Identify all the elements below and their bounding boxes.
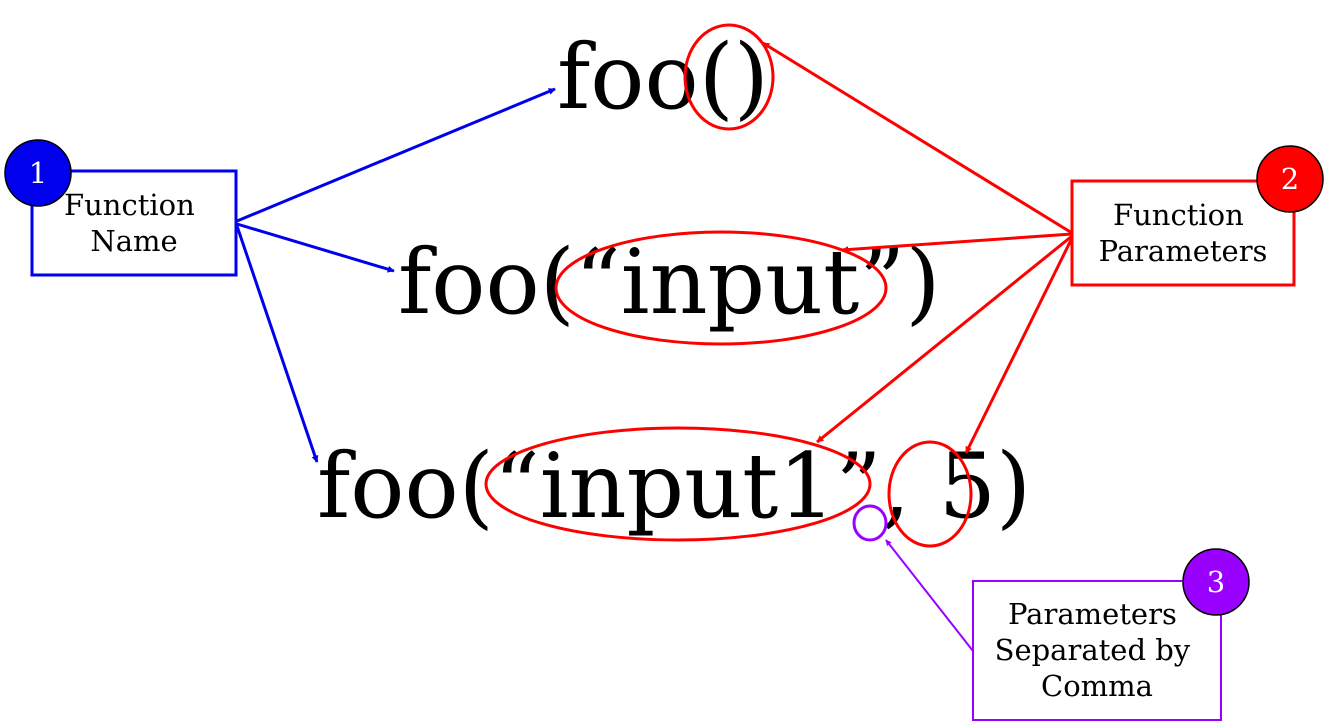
number-badge-2 [1256, 145, 1324, 213]
callout-label-line: Function [1113, 198, 1244, 232]
param-highlight-five [887, 440, 973, 548]
param-arrow-4 [964, 237, 1074, 454]
callout-function-parameters: Function Parameters 2 [1070, 145, 1324, 287]
svg-text:foo(): foo() [557, 25, 769, 130]
callout-label-line: Function [64, 188, 195, 222]
svg-text:Function Parameters: Function Parameters [1099, 198, 1268, 268]
svg-text:Function Name: Function Name [64, 188, 204, 258]
param-highlight-input1 [484, 426, 872, 542]
function-name-text: foo [557, 25, 699, 130]
svg-text:foo(“input1”, 5): foo(“input1”, 5) [317, 434, 1031, 539]
function-name-arrows [235, 87, 556, 463]
parameters-text: (“input1”, 5) [459, 434, 1031, 539]
number-badge-label: 1 [29, 156, 47, 190]
callout-label-line: Parameters [1008, 597, 1177, 631]
callout-box [1070, 179, 1296, 287]
name-arrow-3 [235, 225, 319, 463]
callout-function-name: Function Name 1 [4, 139, 238, 277]
param-highlight-input [554, 230, 888, 346]
callout-label-line: Name [90, 224, 177, 258]
number-badge-label: 2 [1281, 162, 1299, 196]
parameters-text: (“input”) [540, 230, 941, 335]
param-arrow-2 [841, 232, 1073, 254]
callout-label-line: Separated by [995, 633, 1191, 667]
function-name-text: foo [398, 230, 540, 335]
param-arrow-3 [816, 234, 1073, 444]
param-highlight-empty [683, 23, 775, 131]
parameters-text: () [699, 25, 769, 130]
svg-text:Parameters Separated by: Parameters Separated by Comma [995, 597, 1200, 703]
function-name-text: foo [317, 434, 459, 539]
callout-box [972, 580, 1222, 721]
name-arrow-1 [236, 87, 556, 223]
comma-arrow [885, 539, 974, 652]
callout-label-line: Comma [1041, 669, 1153, 703]
function-parameter-arrows [762, 41, 1074, 454]
name-arrow-2 [236, 222, 395, 273]
code-line-3: foo(“input1”, 5) [317, 434, 1031, 539]
callout-comma-separator: Parameters Separated by Comma 3 [972, 548, 1250, 721]
number-badge-label: 3 [1207, 565, 1225, 599]
param-arrow-1 [762, 41, 1073, 235]
number-badge-1 [4, 139, 72, 207]
callout-label-line: Parameters [1099, 234, 1268, 268]
comma-highlight [852, 504, 888, 542]
number-badge-3 [1182, 548, 1250, 616]
code-line-1: foo() [557, 25, 769, 130]
